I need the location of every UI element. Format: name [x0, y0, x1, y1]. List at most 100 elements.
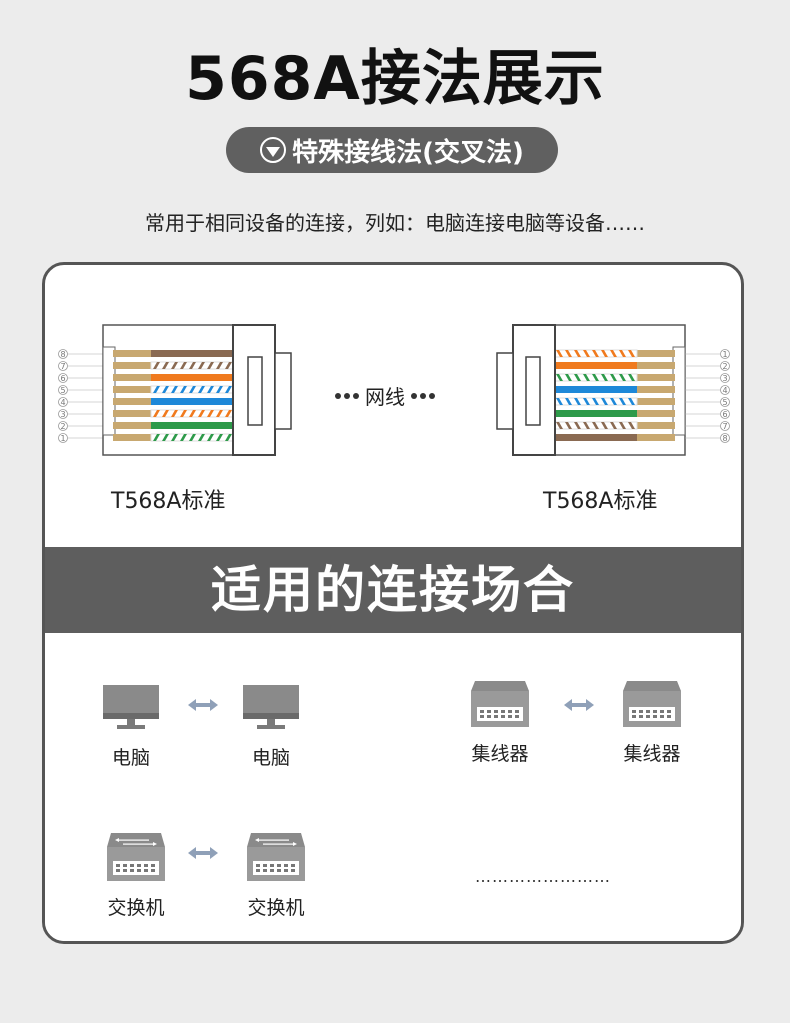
right-wire-stripe [583, 350, 590, 357]
left-wire-stripe [171, 386, 178, 393]
more-devices-ellipsis: …………………… [475, 867, 611, 886]
left-wire-stripe [180, 434, 187, 441]
right-wire-stripe [592, 398, 599, 405]
right-wire-stripe [565, 422, 572, 429]
pin-circle [720, 397, 730, 407]
method-pill-text: 特殊接线法(交叉法) [292, 137, 524, 168]
right-wire-stripe [610, 350, 617, 357]
left-standard-label: T568A标准 [111, 489, 226, 514]
hub-b: 集线器 [617, 677, 687, 766]
pc-b: 电脑 [241, 683, 301, 770]
pin-number: 5 [60, 386, 65, 395]
pc-a: 电脑 [101, 683, 161, 770]
pin-number: 8 [60, 350, 65, 359]
pin-circle [58, 397, 68, 407]
pin-number: 3 [722, 374, 727, 383]
right-wire-8 [553, 434, 637, 441]
cable-text: 网线 [365, 385, 405, 409]
left-wire-stripe [207, 410, 214, 417]
right-wire-6 [553, 410, 637, 417]
pin-number: 5 [722, 398, 727, 407]
left-wire-stripe [225, 386, 232, 393]
left-wire-stripe [162, 434, 169, 441]
right-wire-4 [553, 386, 637, 393]
right-contact-8 [637, 434, 675, 441]
left-wire-stripe [189, 386, 196, 393]
monitor-icon [243, 685, 299, 729]
left-contact-3 [113, 374, 151, 381]
right-wire-stripe [556, 374, 563, 381]
pc-b-label: 电脑 [251, 747, 290, 769]
monitor-icon [103, 685, 159, 729]
left-wire-stripe [153, 386, 160, 393]
right-wire-stripe [628, 422, 635, 429]
right-wire-stripe [619, 422, 626, 429]
left-wire-5 [151, 398, 235, 405]
devices-area [45, 633, 741, 941]
switch-b-label: 交换机 [247, 897, 305, 919]
left-wire-stripe [171, 362, 178, 369]
left-wire-stripe [207, 434, 214, 441]
right-wire-stripe [601, 350, 608, 357]
right-wire-stripe [619, 374, 626, 381]
left-contact-6 [113, 410, 151, 417]
right-wire-stripe [628, 350, 635, 357]
right-wire-stripe [610, 422, 617, 429]
left-contact-1 [113, 350, 151, 357]
pin-number: 2 [60, 422, 65, 431]
left-wire-stripe [207, 386, 214, 393]
left-wire-stripe [198, 386, 205, 393]
left-contact-2 [113, 362, 151, 369]
right-wire-stripe [574, 422, 581, 429]
right-wire-stripe [565, 350, 572, 357]
left-contact-5 [113, 398, 151, 405]
left-wire-3 [151, 374, 235, 381]
pin-circle [720, 349, 730, 359]
left-wire-stripe [180, 362, 187, 369]
left-wire-stripe [216, 362, 223, 369]
pin-circle [720, 433, 730, 443]
pin-number: 7 [722, 422, 727, 431]
left-wire-stripe [225, 434, 232, 441]
pin-circle [58, 433, 68, 443]
hub-icon [623, 681, 681, 727]
switch-icon [107, 833, 165, 881]
left-wire-stripe [225, 410, 232, 417]
right-contact-2 [637, 362, 675, 369]
pin-circle [58, 421, 68, 431]
pin-circle [58, 373, 68, 383]
pin-number: 8 [722, 434, 727, 443]
double-arrow-icon [188, 699, 218, 711]
left-wire-stripe [153, 362, 160, 369]
right-wire-stripe [556, 398, 563, 405]
right-wire-stripe [583, 398, 590, 405]
left-wire-stripe [162, 362, 169, 369]
right-wire-stripe [583, 422, 590, 429]
right-wire-stripe [628, 398, 635, 405]
pin-circle [720, 361, 730, 371]
pin-number: 1 [60, 434, 65, 443]
pin-circle [720, 409, 730, 419]
page-title: 568A接法展示 [185, 44, 605, 114]
pin-number: 4 [722, 386, 727, 395]
hub-b-label: 集线器 [623, 743, 681, 765]
switch-a: 交换机 [101, 831, 171, 920]
left-wire-stripe [198, 362, 205, 369]
left-wire-stripe [198, 410, 205, 417]
right-wire-stripe [574, 374, 581, 381]
left-contact-8 [113, 434, 151, 441]
left-wire-stripe [180, 386, 187, 393]
left-wire-stripe [171, 410, 178, 417]
right-wire-stripe [556, 422, 563, 429]
left-wire-7 [151, 422, 235, 429]
right-contact-6 [637, 410, 675, 417]
right-wire-stripe [592, 350, 599, 357]
right-standard-label: T568A标准 [543, 489, 658, 514]
right-wire-stripe [601, 374, 608, 381]
right-contact-7 [637, 422, 675, 429]
right-wire-stripe [565, 374, 572, 381]
pin-number: 1 [722, 350, 727, 359]
